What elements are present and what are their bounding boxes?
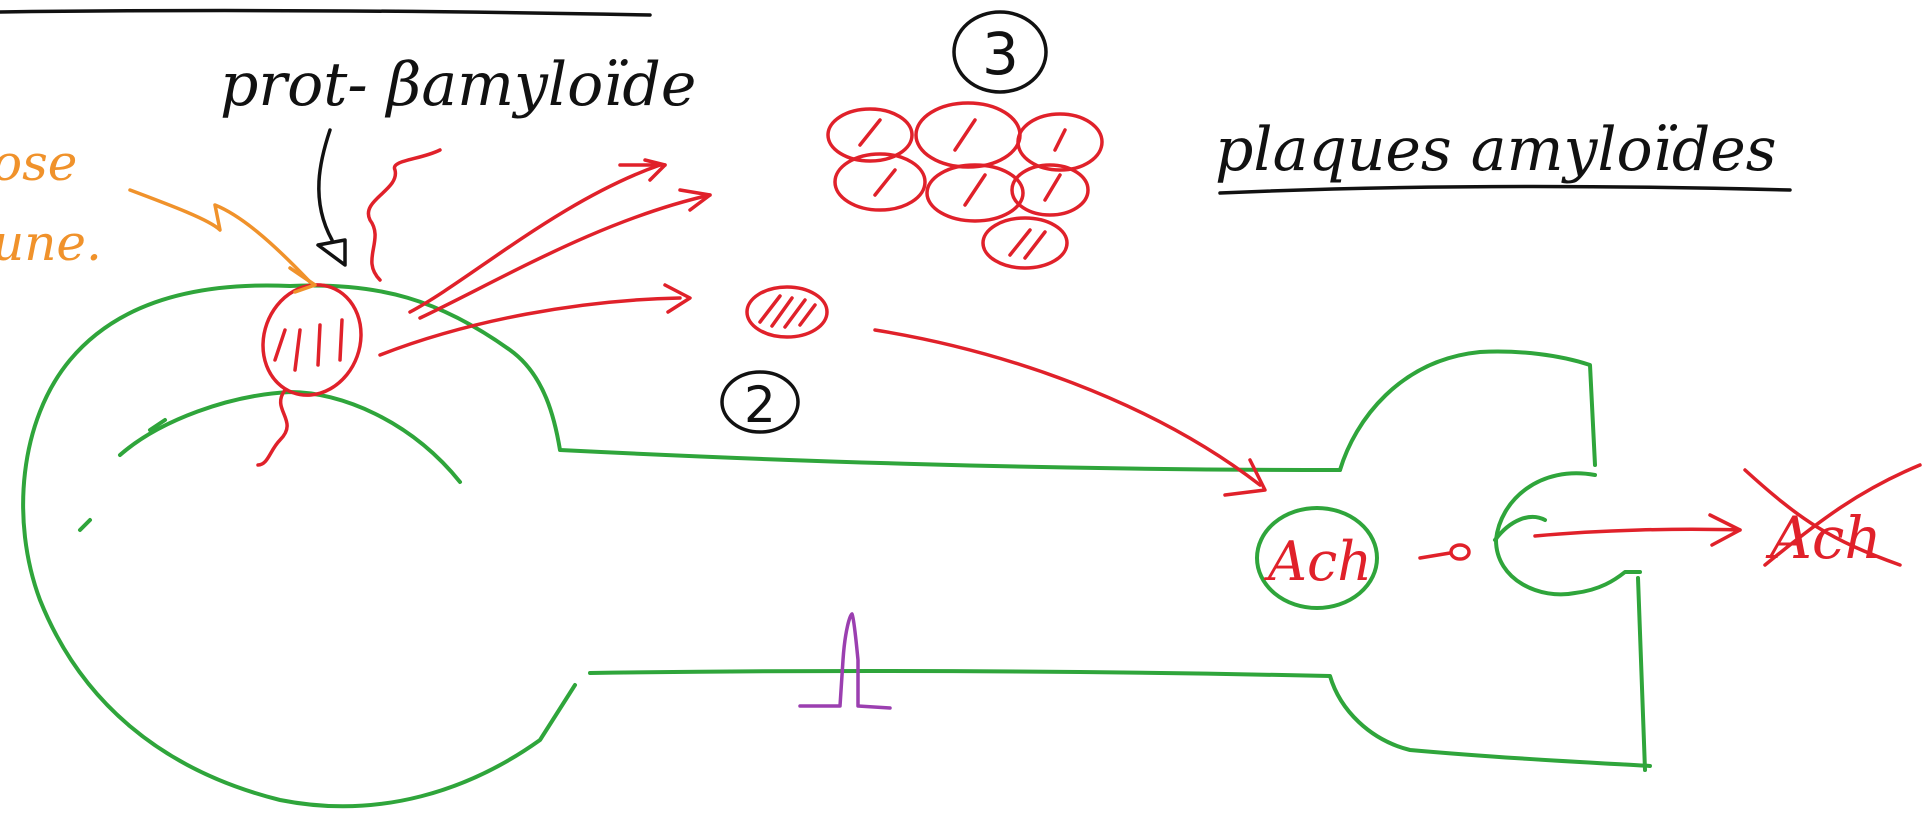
left-orange-top: ose (0, 134, 77, 192)
enzyme-arrowhead (288, 266, 317, 294)
plaques-label: plaques amyloïdes (1215, 115, 1777, 185)
label-pointer-head (316, 238, 347, 267)
ach-release-arrow (1418, 551, 1452, 560)
cross-out-mark-2 (1763, 463, 1922, 567)
receptor-arrowhead (1708, 513, 1742, 547)
ach-vesicle (1255, 506, 1379, 610)
cleavage-arrows (378, 158, 1267, 497)
action-potential-spike (798, 612, 892, 710)
prot-label: prot- βamyloïde (220, 50, 696, 120)
circle-two (720, 370, 800, 434)
num-three: 3 (982, 20, 1019, 88)
label-pointer-arrow (317, 128, 334, 242)
receptor-arrow (1533, 527, 1742, 538)
circle-three (952, 10, 1048, 94)
crossed-ach-label: Ach (1765, 504, 1882, 572)
oligomer-blob (745, 285, 829, 339)
num-two: 2 (744, 376, 776, 434)
top-divider-line (0, 8, 652, 17)
left-orange-bottom: une. (0, 214, 102, 272)
plaques-underline (1218, 184, 1792, 195)
ach-release-head (1449, 543, 1471, 561)
app-protein (256, 148, 442, 467)
enzyme-arrow (128, 188, 312, 284)
ach-label: Ach (1263, 530, 1372, 593)
cross-out-mark (1743, 468, 1902, 567)
amyloid-plaque-cluster (826, 101, 1104, 270)
